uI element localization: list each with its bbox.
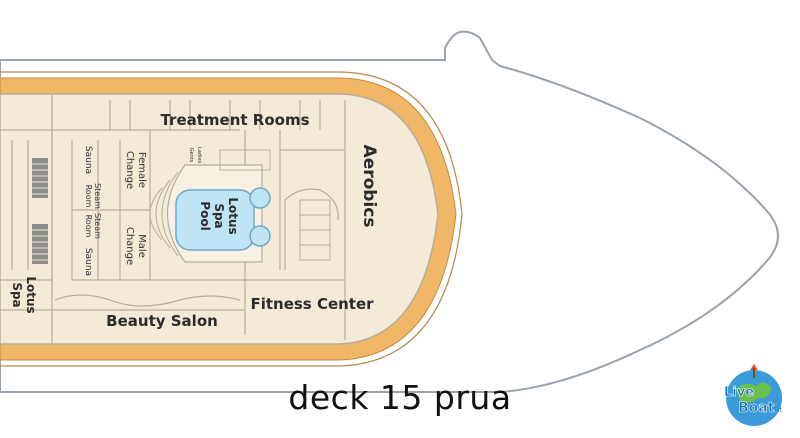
female-change-label: Female Change [124, 151, 147, 189]
steam-room-top-line-2: Room [84, 185, 93, 208]
teak-rail-edge [0, 71, 463, 367]
logo-word-it: .it [776, 407, 783, 414]
pool-label-line-3: Pool [198, 201, 212, 230]
male-change-label: Male Change [124, 227, 147, 265]
logo-word-boat: Boat [738, 400, 775, 416]
fitness-center-label: Fitness Center [250, 295, 374, 313]
ladies-label: Ladies [196, 147, 202, 163]
male-change-line-1: Male [136, 234, 147, 258]
sauna-bottom-label: Sauna [83, 248, 93, 276]
female-change-line-1: Female [136, 152, 147, 188]
steam-room-bottom-label: Steam Room [84, 213, 102, 239]
deck-caption: deck 15 prua [288, 378, 512, 417]
bench-slats [32, 163, 48, 261]
aerobics-label: Aerobics [359, 145, 379, 228]
steam-room-top-label: Steam Room [84, 183, 102, 209]
steam-room-bottom-line-1: Steam [93, 213, 102, 239]
pool-label-line-2: Spa [212, 203, 226, 228]
logo-palm-trunk [753, 368, 755, 378]
lotus-spa-pool-label: Lotus Spa Pool [198, 197, 240, 234]
beauty-salon-label: Beauty Salon [106, 312, 218, 330]
logo-land [736, 382, 772, 403]
stairwell [219, 149, 331, 261]
lotus-spa-line-2: Spa [10, 282, 24, 307]
logo-word-live: Live [724, 385, 754, 400]
lotus-spa-line-1: Lotus [24, 276, 38, 313]
male-change-line-2: Change [124, 227, 135, 265]
treatment-rooms-label: Treatment Rooms [160, 111, 309, 129]
pool-area [149, 164, 271, 263]
gents-label: Gents [188, 148, 194, 163]
logo-palm-top [750, 364, 758, 370]
sauna-top-label: Sauna [83, 146, 93, 174]
female-change-line-2: Change [124, 151, 135, 189]
pool-label-line-1: Lotus [226, 197, 240, 234]
interior-walls [0, 94, 346, 344]
lotus-spa-label: Lotus Spa [10, 276, 38, 313]
liveboat-logo: Live Boat .it [724, 364, 783, 426]
steam-room-bottom-line-2: Room [84, 215, 93, 238]
steam-room-top-line-1: Steam [93, 183, 102, 209]
